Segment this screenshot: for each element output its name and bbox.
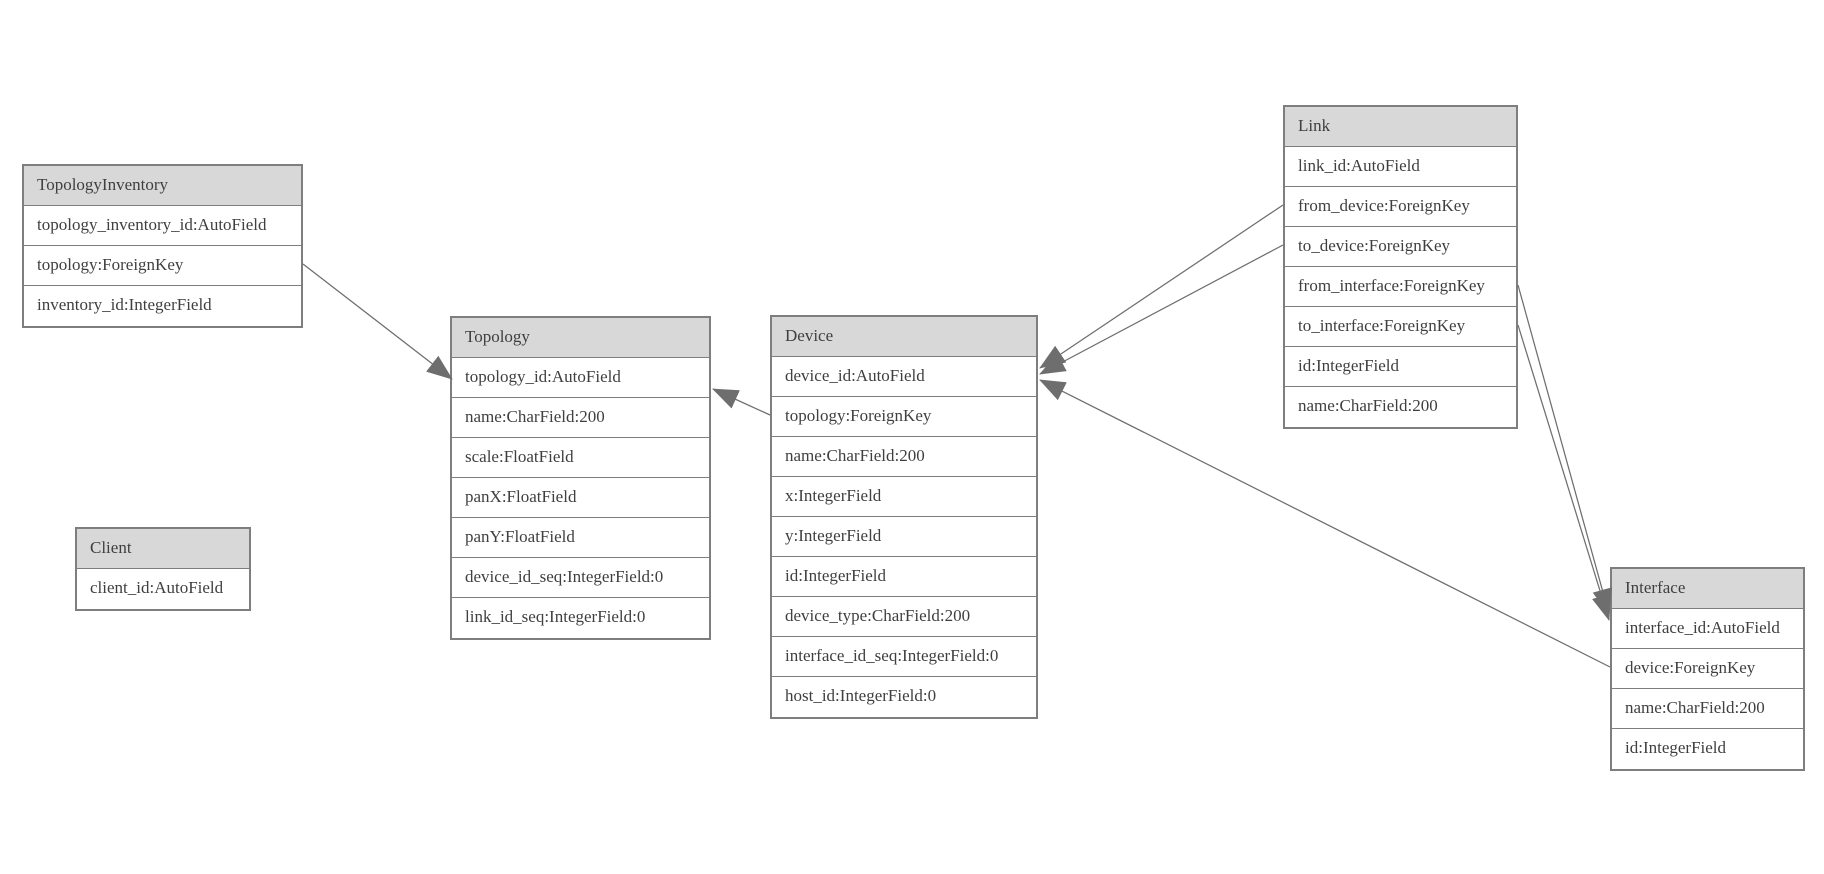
field-row: device_type:CharField:200 — [772, 597, 1036, 637]
field-row: link_id:AutoField — [1285, 147, 1516, 187]
field-row: host_id:IntegerField:0 — [772, 677, 1036, 717]
field-row: from_device:ForeignKey — [1285, 187, 1516, 227]
field-row: id:IntegerField — [772, 557, 1036, 597]
field-row: from_interface:ForeignKey — [1285, 267, 1516, 307]
field-row: topology_inventory_id:AutoField — [24, 206, 301, 246]
entity-title: TopologyInventory — [24, 166, 301, 206]
relation-line-link-from-device-to-device — [1039, 204, 1284, 369]
field-row: name:CharField:200 — [1285, 387, 1516, 427]
field-row: to_device:ForeignKey — [1285, 227, 1516, 267]
field-row: device:ForeignKey — [1612, 649, 1803, 689]
field-row: scale:FloatField — [452, 438, 709, 478]
field-row: id:IntegerField — [1612, 729, 1803, 769]
field-row: link_id_seq:IntegerField:0 — [452, 598, 709, 638]
relation-line-link-to-device-to-device — [1039, 244, 1284, 375]
entity-title: Device — [772, 317, 1036, 357]
field-row: id:IntegerField — [1285, 347, 1516, 387]
field-row: device_id_seq:IntegerField:0 — [452, 558, 709, 598]
field-row: panX:FloatField — [452, 478, 709, 518]
field-row: name:CharField:200 — [772, 437, 1036, 477]
relation-line-device-topology-to-topology — [712, 388, 771, 416]
field-row: topology_id:AutoField — [452, 358, 709, 398]
relation-line-link-from-interface-to-interface — [1517, 284, 1612, 615]
entity-title: Interface — [1612, 569, 1803, 609]
relation-line-link-to-interface-to-interface — [1517, 324, 1612, 621]
field-row: device_id:AutoField — [772, 357, 1036, 397]
field-row: name:CharField:200 — [452, 398, 709, 438]
field-row: inventory_id:IntegerField — [24, 286, 301, 326]
field-row: topology:ForeignKey — [772, 397, 1036, 437]
field-row: x:IntegerField — [772, 477, 1036, 517]
field-row: interface_id_seq:IntegerField:0 — [772, 637, 1036, 677]
field-row: to_interface:ForeignKey — [1285, 307, 1516, 347]
entity-title: Link — [1285, 107, 1516, 147]
field-row: panY:FloatField — [452, 518, 709, 558]
entity-title: Topology — [452, 318, 709, 358]
field-row: name:CharField:200 — [1612, 689, 1803, 729]
field-row: client_id:AutoField — [77, 569, 249, 609]
relation-line-topologyinventory-topology-to-topology — [302, 263, 453, 380]
field-row: y:IntegerField — [772, 517, 1036, 557]
entity-title: Client — [77, 529, 249, 569]
field-row: interface_id:AutoField — [1612, 609, 1803, 649]
field-row: topology:ForeignKey — [24, 246, 301, 286]
